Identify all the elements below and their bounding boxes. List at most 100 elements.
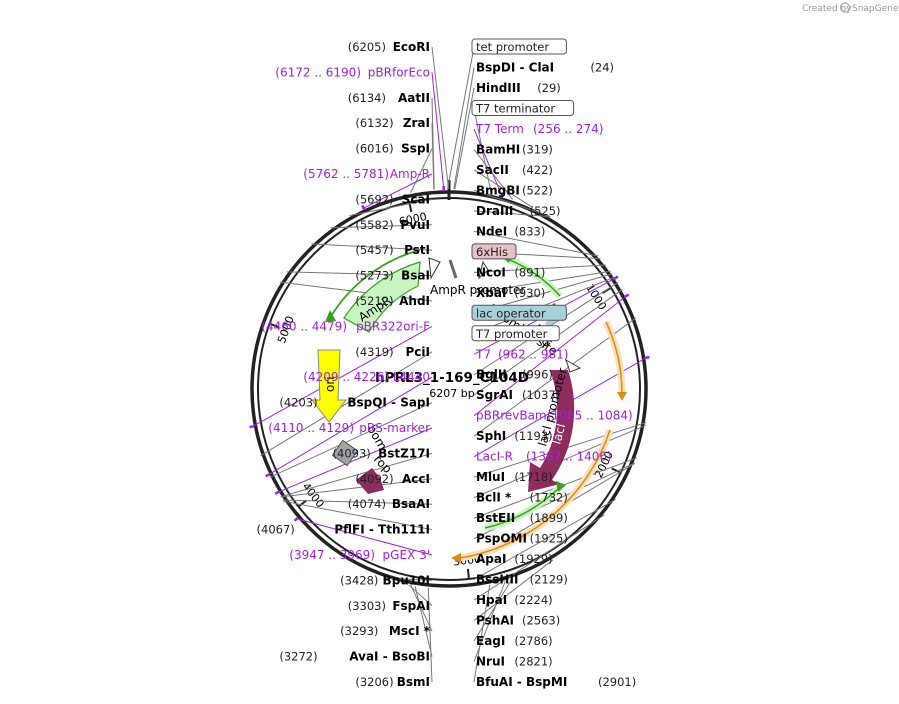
site-name: PflFI - Tth111I	[334, 523, 430, 537]
primer-site-mark	[274, 490, 281, 495]
site-name: NcoI	[476, 265, 506, 279]
site-label: BsaI(5273)	[355, 269, 430, 283]
leader-line	[473, 584, 491, 683]
site-position: (1718)	[514, 470, 552, 484]
site-name: LacI-R	[476, 450, 513, 464]
leader-line	[473, 498, 617, 581]
site-label: DraIII(525)	[476, 204, 561, 218]
site-name: AccI	[402, 472, 430, 486]
site-label: HindIII(29)	[476, 81, 561, 95]
major-tick	[270, 323, 280, 329]
site-name: PvuI	[400, 218, 430, 232]
site-position: (4319)	[355, 345, 393, 359]
site-label: Bpu10I(3428)	[340, 573, 430, 587]
site-name: pBR322ori-F	[356, 319, 430, 333]
leader-line	[384, 577, 433, 581]
site-position: (5582)	[355, 218, 393, 232]
site-label: ZraI(6132)	[355, 116, 430, 130]
site-label: EagI(2786)	[476, 634, 553, 648]
site-position: (422)	[522, 163, 553, 177]
site-name: BfuAI - BspMI	[476, 675, 567, 689]
site-label: pBRforEco(6172 .. 6190)	[275, 65, 430, 79]
site-position: (6205)	[348, 40, 386, 54]
leader-line	[473, 169, 533, 208]
site-label: T7(962 .. 981)	[475, 347, 568, 361]
primer-site-mark	[500, 192, 505, 199]
site-label: BstZ17I(4093)	[333, 446, 430, 460]
site-position: (3428)	[340, 573, 378, 587]
site-position: (4110 .. 4129)	[268, 421, 354, 435]
primer-site-mark	[361, 204, 366, 211]
right-orange-arc	[602, 320, 626, 393]
site-name: XbaI	[476, 286, 506, 300]
ampr-promoter-label: AmpR promoter	[430, 283, 525, 297]
site-position: (6016)	[355, 142, 393, 156]
site-label: L4440(4209 .. 4226)	[303, 370, 430, 384]
site-name: pBRrevBam	[476, 409, 547, 423]
lower-green-arc-line	[484, 486, 561, 529]
site-label: BssHII(2129)	[476, 573, 568, 587]
site-position: (1899)	[530, 511, 568, 525]
snapgene-logo-icon	[839, 2, 851, 13]
site-label: LacI-R(1387 .. 1406)	[476, 450, 612, 464]
feature-box	[471, 99, 575, 116]
site-name: BstZ17I	[378, 446, 430, 460]
site-position: (1193)	[514, 429, 552, 443]
site-name: BstEII	[476, 511, 515, 525]
leader-line	[410, 585, 433, 632]
site-name: NruI	[476, 655, 505, 669]
site-name: HpaI	[476, 593, 507, 607]
site-label: NruI(2821)	[476, 655, 553, 669]
site-position: (4203)	[279, 396, 317, 410]
site-label: pGEX 3'(3947 .. 3969)	[289, 548, 430, 562]
site-name: AatII	[398, 91, 430, 105]
site-position: (930)	[514, 286, 545, 300]
site-name: BamHI	[476, 142, 520, 156]
leader-line	[473, 189, 550, 217]
site-label: ApaI(1929)	[476, 552, 553, 566]
site-position: (522)	[522, 183, 553, 197]
site-position: (1732)	[530, 491, 568, 505]
site-name: SphI	[476, 429, 506, 443]
feature-box-label: tet promoter	[476, 40, 549, 54]
site-position: (2129)	[530, 573, 568, 587]
lower-orange-arc-line	[459, 429, 611, 559]
site-label: ScaI(5692)	[355, 192, 430, 206]
laci-label: lacI	[549, 422, 568, 446]
site-label: BspDI - ClaI(24)	[476, 60, 614, 74]
site-label: PstI(5457)	[355, 243, 430, 257]
site-name: BmgBI	[476, 183, 520, 197]
site-label: tet promoter	[471, 38, 567, 55]
leader-line	[349, 198, 433, 217]
site-position: (4209 .. 4226)	[303, 370, 389, 384]
site-label: NcoI(891)	[476, 265, 545, 279]
site-position: (256 .. 274)	[533, 122, 603, 136]
site-position: (3206)	[355, 675, 393, 689]
site-label: BspQI - SapI(4203)	[279, 396, 430, 410]
site-position: (29)	[537, 81, 561, 95]
feature-box-label: lac operator	[476, 306, 546, 320]
leader-line	[427, 587, 433, 683]
site-position: (833)	[514, 224, 545, 238]
primer-site-mark	[644, 355, 650, 360]
leader-line	[447, 46, 475, 190]
site-label: PshAI(2563)	[476, 614, 560, 628]
watermark-brand: SnapGene	[852, 4, 899, 14]
site-label: FspAI(3303)	[348, 599, 430, 613]
leader-line	[473, 295, 627, 417]
feature-box-label: 6xHis	[476, 245, 508, 259]
leader-line	[473, 578, 513, 642]
leader-line	[268, 376, 433, 476]
site-label: PciI(4319)	[355, 345, 430, 359]
ampr-promoter-arrow	[428, 257, 441, 280]
laci-feature	[528, 370, 575, 492]
site-position: (319)	[522, 142, 553, 156]
site-position: (1925)	[530, 532, 568, 546]
leader-line	[431, 72, 445, 190]
lower-orange-arrowhead	[451, 553, 461, 563]
tet-marker	[448, 259, 458, 279]
site-name: PshAI	[476, 614, 514, 628]
leader-line	[269, 402, 433, 478]
site-name: MluI	[476, 470, 505, 484]
